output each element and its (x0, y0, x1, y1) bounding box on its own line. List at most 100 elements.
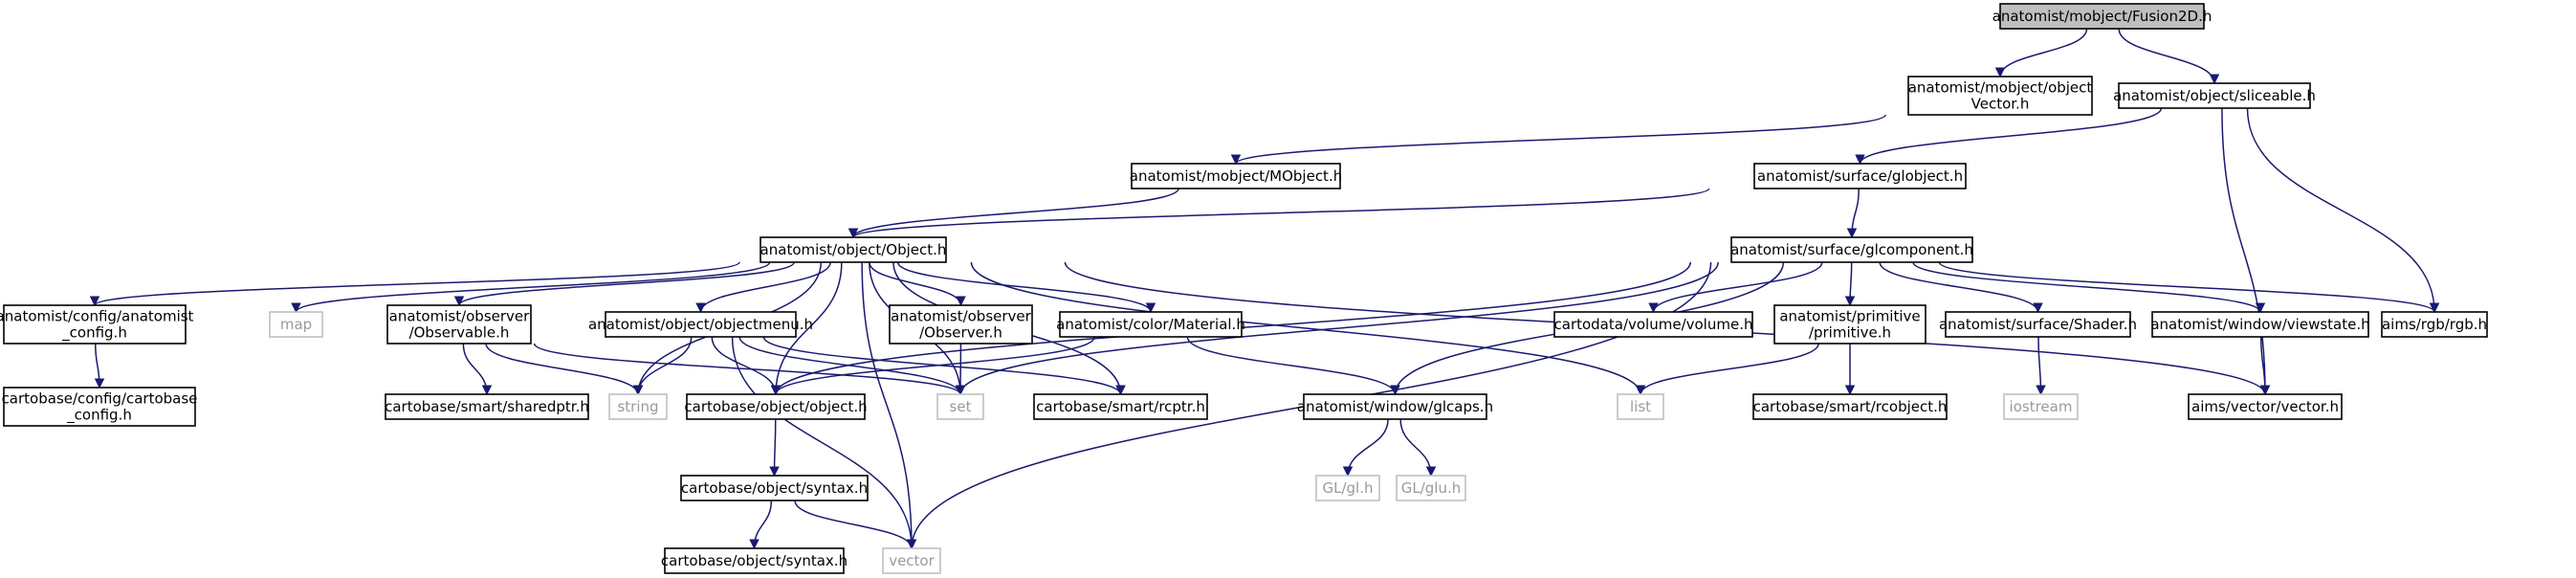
node-globject-box (1753, 163, 1967, 189)
node-mobject[interactable]: anatomist/mobject/MObject.h (1130, 163, 1342, 189)
edge-objectmenu-to-string (632, 336, 693, 396)
edge-glcomponent-to-set (955, 261, 1719, 396)
node-map: map (269, 311, 323, 338)
node-syntax_h2[interactable]: cartobase/object/syntax.h (661, 547, 848, 574)
edge-glcaps-to-gl (1342, 418, 1389, 478)
edge-syntax_h-to-syntax_h2 (749, 500, 773, 550)
node-glu: GL/glu.h (1396, 475, 1466, 501)
node-rcptr[interactable]: cartobase/smart/rcptr.h (1033, 393, 1208, 420)
node-volume[interactable]: cartodata/volume/volume.h (1553, 311, 1753, 338)
node-rcobject[interactable]: cartobase/smart/rcobject.h (1752, 393, 1948, 420)
node-primitive-box (1773, 304, 1926, 345)
node-viewstate-label-0: anatomist/window/viewstate.h (2150, 316, 2369, 333)
node-object_h-label-0: anatomist/object/Object.h (760, 241, 947, 258)
node-observable[interactable]: anatomist/observer/Observable.h (386, 304, 532, 345)
node-sharedptr[interactable]: cartobase/smart/sharedptr.h (385, 393, 589, 420)
node-glcomponent-label-0: anatomist/surface/glcomponent.h (1730, 241, 1973, 258)
node-set-box (936, 393, 984, 420)
node-mobject_vector-label-1: Vector.h (1971, 96, 2030, 113)
node-aims_vector[interactable]: aims/vector/vector.h (2188, 393, 2343, 420)
node-rgb-label-0: aims/rgb/rgb.h (2382, 316, 2487, 333)
node-observable-box (386, 304, 532, 345)
edge-glcomponent-to-viewstate (1912, 261, 2266, 314)
node-vector-label-0: vector (889, 552, 935, 569)
edge-objectmenu-to-cb_object (711, 336, 782, 396)
edge-fusion2d-to-mobject_vector (1994, 28, 2088, 78)
node-shader-box (1945, 311, 2131, 338)
node-map-label-0: map (280, 316, 312, 333)
node-glcaps[interactable]: anatomist/window/glcaps.h (1297, 393, 1493, 420)
edge-sliceable-to-rgb (2246, 107, 2440, 314)
node-gl-label-0: GL/gl.h (1323, 479, 1374, 497)
node-sliceable[interactable]: anatomist/object/sliceable.h (2113, 82, 2316, 109)
edge-syntax_h-to-vector (794, 500, 917, 550)
node-observable-label-1: /Observable.h (409, 324, 510, 342)
node-objectmenu[interactable]: anatomist/object/objectmenu.h (588, 311, 813, 338)
node-gl: GL/gl.h (1315, 475, 1380, 501)
edge-object_h-to-observable (453, 261, 795, 307)
edge-glcomponent-to-volume (1648, 261, 1823, 314)
node-mobject-label-0: anatomist/mobject/MObject.h (1130, 167, 1342, 185)
node-volume-label-0: cartodata/volume/volume.h (1554, 316, 1753, 333)
node-rgb-box (2381, 311, 2488, 338)
node-object_h[interactable]: anatomist/object/Object.h (760, 236, 947, 263)
node-viewstate-box (2151, 311, 2369, 338)
edge-mobject_vector-to-mobject (1231, 114, 1886, 166)
node-glu-label-0: GL/glu.h (1401, 479, 1462, 497)
node-cb_config[interactable]: cartobase/config/cartobase_config.h (2, 387, 198, 427)
edge-glcomponent-to-shader (1879, 261, 2043, 314)
node-syntax_h-label-0: cartobase/object/syntax.h (681, 479, 868, 497)
node-observer-box (889, 304, 1033, 345)
node-anat_config-label-0: anatomist/config/anatomist (0, 308, 194, 325)
edge-sliceable-to-aims_vector (2221, 107, 2271, 396)
node-sliceable-box (2118, 82, 2311, 109)
edge-object_h-to-observer (869, 261, 966, 307)
edge-cb_object-to-syntax_h (769, 418, 780, 478)
node-set: set (936, 393, 984, 420)
edge-observable-to-string (485, 343, 644, 396)
node-anat_config[interactable]: anatomist/config/anatomist_config.h (0, 304, 194, 345)
node-cb_config-label-1: _config.h (66, 407, 132, 425)
node-fusion2d[interactable]: anatomist/mobject/Fusion2D.h (1993, 3, 2213, 30)
edge-glcaps-to-glu (1399, 418, 1437, 478)
node-shader[interactable]: anatomist/surface/Shader.h (1939, 311, 2137, 338)
node-vector-box (882, 547, 941, 574)
file-nodes: anatomist/mobject/Fusion2D.h anatomist/mo… (0, 3, 2488, 574)
node-viewstate[interactable]: anatomist/window/viewstate.h (2150, 311, 2370, 338)
node-set-label-0: set (950, 398, 972, 415)
node-mobject_vector-box (1907, 76, 2093, 116)
node-syntax_h[interactable]: cartobase/object/syntax.h (680, 475, 869, 501)
node-glu-box (1396, 475, 1466, 501)
edge-globject-to-object_h (848, 188, 1710, 239)
node-observer[interactable]: anatomist/observer/Observer.h (889, 304, 1033, 345)
edge-objectmenu-to-set (738, 336, 966, 396)
node-fusion2d-box (1999, 3, 2205, 30)
node-anat_config-box (3, 304, 187, 345)
node-material[interactable]: anatomist/color/Material.h (1056, 311, 1245, 338)
node-objectmenu-box (605, 311, 797, 338)
edge-objectmenu-to-vector (731, 336, 917, 550)
edge-observable-to-sharedptr (462, 343, 493, 396)
edge-anat_config-to-cb_config (94, 343, 105, 389)
node-string-label-0: string (617, 398, 658, 415)
node-syntax_h2-label-0: cartobase/object/syntax.h (661, 552, 848, 569)
node-mobject-box (1131, 163, 1341, 189)
node-rcptr-label-0: cartobase/smart/rcptr.h (1036, 398, 1205, 415)
node-cb_config-label-0: cartobase/config/cartobase (2, 390, 198, 408)
node-cb_object[interactable]: cartobase/object/object.h (684, 393, 868, 420)
edge-object_h-to-list (970, 261, 1646, 396)
node-observer-label-1: /Observer.h (919, 324, 1002, 342)
node-gl-box (1315, 475, 1380, 501)
node-primitive[interactable]: anatomist/primitive/primitive.h (1773, 304, 1926, 345)
node-glcaps-box (1303, 393, 1487, 420)
node-sharedptr-box (385, 393, 589, 420)
node-glcomponent[interactable]: anatomist/surface/glcomponent.h (1730, 236, 1973, 263)
node-rgb[interactable]: aims/rgb/rgb.h (2381, 311, 2488, 338)
edge-globject-to-glcomponent (1846, 188, 1860, 239)
node-primitive-label-1: /primitive.h (1809, 324, 1891, 342)
node-globject[interactable]: anatomist/surface/globject.h (1753, 163, 1967, 189)
node-rcobject-label-0: cartobase/smart/rcobject.h (1753, 398, 1948, 415)
edge-sliceable-to-globject (1855, 107, 2163, 166)
